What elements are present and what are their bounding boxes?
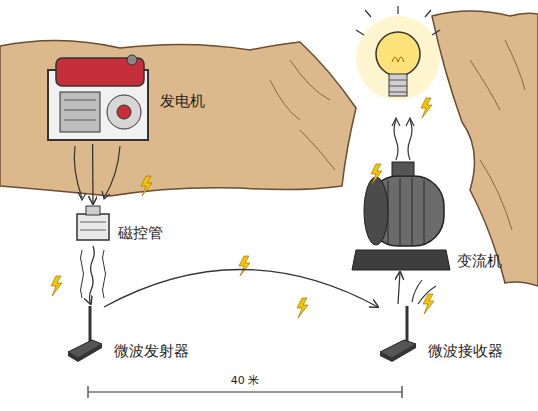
bulb-figure — [356, 6, 440, 100]
energy-arrow — [74, 146, 82, 198]
energy-arrow — [92, 144, 94, 204]
energy-arrow — [408, 120, 412, 160]
energy-arrow — [104, 270, 378, 308]
energy-arrow — [89, 246, 94, 304]
dimension-label: 40 米 — [228, 374, 263, 387]
energy-arrow — [104, 146, 120, 198]
energy-arrow — [394, 120, 398, 160]
converter: 变流机 — [352, 158, 452, 272]
cliff-crack — [270, 60, 335, 170]
arrow-head — [78, 192, 86, 200]
generator-figure — [48, 55, 148, 140]
cliff-crack — [470, 40, 525, 230]
cliff — [0, 40, 356, 196]
magnetron-figure — [77, 206, 109, 240]
microwave-line — [81, 250, 84, 298]
arrow-head — [406, 118, 414, 126]
component-label: 微波接收器 — [428, 342, 503, 360]
dimension-line — [88, 386, 402, 398]
transmitter-figure — [68, 306, 102, 362]
microwave-transmitter: 微波发射器 — [66, 304, 104, 364]
cliff — [432, 11, 538, 286]
component-label: 微波发射器 — [114, 342, 189, 360]
component-label: 磁控管 — [118, 224, 163, 242]
energy-arrow — [412, 280, 422, 302]
component-label: 发电机 — [160, 92, 205, 110]
arrow-head — [102, 191, 110, 199]
lightning-bolt — [51, 98, 434, 318]
energy-arrow — [398, 272, 400, 304]
microwave-line — [103, 250, 106, 298]
microwave-receiver: 微波接收器 — [378, 304, 418, 364]
component-label: 变流机 — [457, 252, 502, 270]
receiver-figure — [380, 306, 416, 362]
arrow-head — [392, 118, 400, 126]
converter-figure — [352, 162, 450, 270]
magnetron: 磁控管 — [75, 204, 111, 246]
generator: 发电机 — [44, 54, 152, 144]
